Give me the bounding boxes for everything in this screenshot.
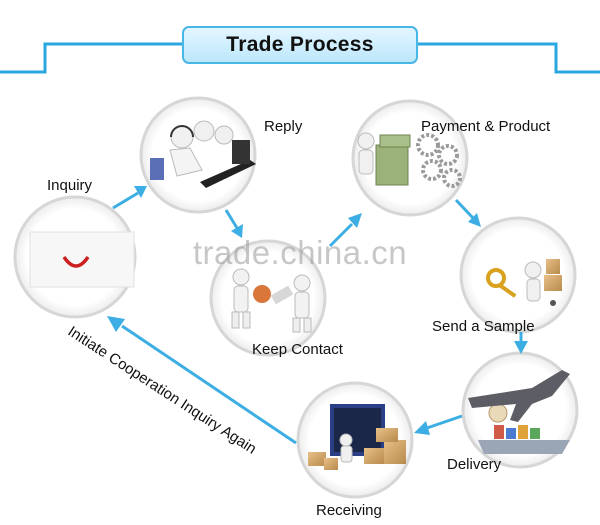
page-title: Trade Process — [226, 33, 374, 56]
label-inquiry: Inquiry — [47, 177, 93, 194]
label-reply: Reply — [264, 118, 303, 135]
keep-contact-circle — [209, 239, 327, 357]
inquiry-circle — [13, 195, 137, 319]
header-frame — [0, 42, 600, 74]
arrow-payment-to-sample — [454, 198, 481, 227]
headset-icon — [150, 120, 256, 188]
airplane-ship-icon — [468, 370, 570, 454]
money-gears-icon — [357, 132, 462, 188]
label-delivery: Delivery — [447, 456, 502, 473]
payment-circle — [351, 99, 469, 217]
watermark: trade.china.cn — [192, 234, 408, 271]
arrow-contact-to-payment — [328, 213, 362, 248]
arrow-sample-to-delivery — [514, 332, 528, 354]
warehouse-boxes-icon — [308, 404, 406, 470]
sample-circle — [459, 216, 577, 334]
title-banner: Trade Process — [182, 26, 418, 64]
sample-magnifier-icon — [486, 259, 562, 306]
flow-arrows — [107, 186, 528, 445]
arrow-inquiry-to-reply — [112, 186, 147, 210]
arrow-reply-to-contact — [224, 209, 243, 238]
label-sample: Send a Sample — [432, 318, 535, 335]
label-keep-contact: Keep Contact — [252, 341, 343, 358]
arrow-delivery-to-receiving — [414, 414, 463, 435]
delivery-circle — [461, 351, 579, 469]
label-payment: Payment & Product — [421, 118, 551, 135]
label-receiving: Receiving — [316, 502, 382, 519]
receiving-circle — [296, 381, 414, 499]
handshake-icon — [231, 268, 312, 333]
reply-circle — [139, 96, 257, 214]
header-frame-right — [418, 42, 600, 74]
arrow-receiving-to-inquiry — [107, 316, 297, 445]
header-frame-left — [0, 42, 182, 74]
